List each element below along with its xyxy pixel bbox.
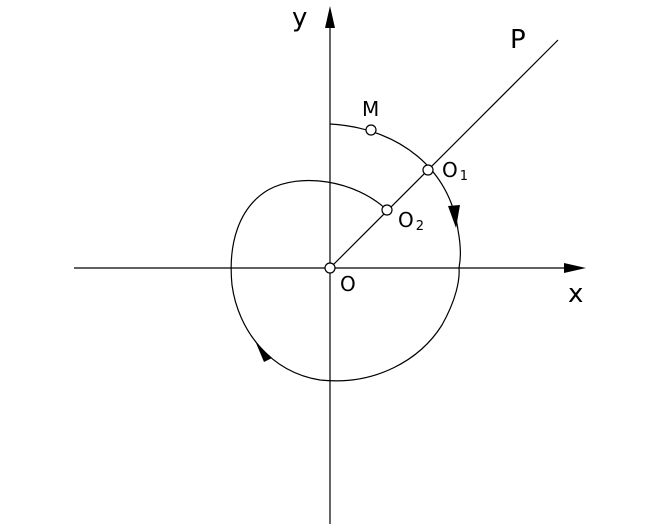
outer-arc (329, 123, 461, 269)
label-p: P (510, 25, 526, 55)
x-axis-arrowhead (564, 263, 586, 273)
label-o1-main: O (442, 158, 458, 182)
label-origin: O (340, 272, 356, 296)
point-o2 (381, 204, 393, 216)
point-m (365, 124, 377, 136)
inner-curve (230, 179, 460, 382)
label-m: M (362, 97, 379, 121)
y-axis-arrowhead (325, 6, 335, 28)
label-o2-main: O (398, 208, 414, 232)
point-origin (324, 262, 336, 274)
point-o1 (422, 164, 434, 176)
ray-op (329, 39, 559, 269)
label-o2-subscript: 2 (416, 219, 424, 234)
x-axis-label: x (568, 279, 583, 309)
y-axis-label: y (292, 3, 307, 33)
direction-arrow-left (256, 343, 272, 362)
label-o1-subscript: 1 (460, 169, 468, 184)
direction-arrow-right (448, 205, 460, 228)
